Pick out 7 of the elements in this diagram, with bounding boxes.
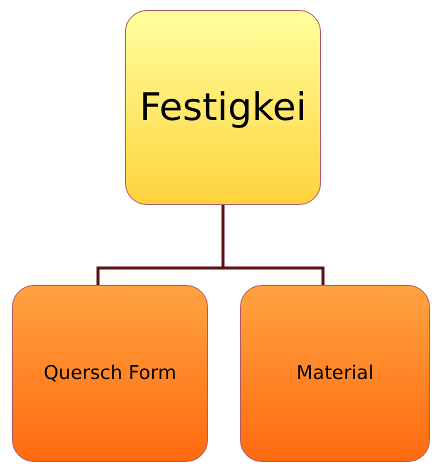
node-label: Festigkei xyxy=(138,84,308,131)
node-label: Material xyxy=(295,361,375,386)
connector-line xyxy=(222,205,324,285)
child-box xyxy=(240,285,430,462)
top-box xyxy=(125,10,321,205)
node-label: Quersch Form xyxy=(42,361,178,386)
child-box xyxy=(12,285,208,462)
